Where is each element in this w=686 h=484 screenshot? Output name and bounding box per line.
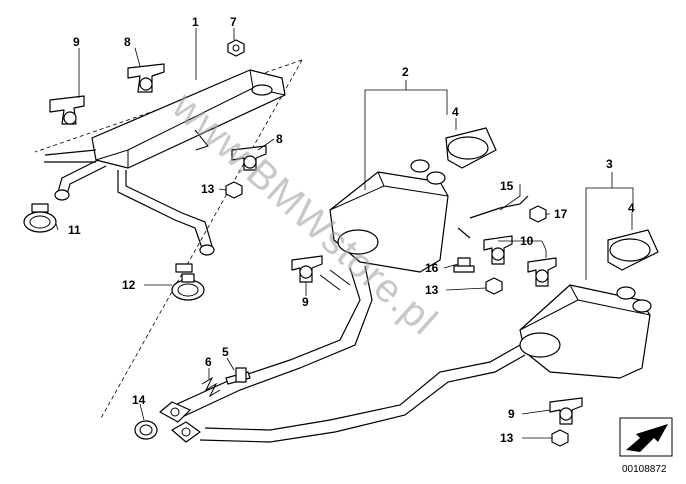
callout-7: 7 bbox=[230, 15, 237, 29]
direction-arrow-icon bbox=[619, 417, 673, 457]
gasket-14[interactable] bbox=[134, 420, 158, 440]
nut-13-center[interactable] bbox=[485, 277, 503, 295]
callout-17: 17 bbox=[554, 207, 568, 221]
reference-number: 00108872 bbox=[622, 464, 667, 475]
front-pipe[interactable] bbox=[159, 265, 526, 443]
callout-5: 5 bbox=[222, 345, 229, 359]
hanger-10-b[interactable] bbox=[527, 257, 557, 287]
callout-4-center: 4 bbox=[452, 105, 459, 119]
callout-9-center: 9 bbox=[302, 295, 309, 309]
hanger-8-right[interactable] bbox=[231, 145, 267, 171]
tailpipe-trim-right[interactable] bbox=[607, 229, 659, 271]
callouts: 1 7 9 8 8 13 11 12 2 4 15 17 3 4 10 16 1… bbox=[68, 15, 635, 445]
callout-11: 11 bbox=[68, 223, 81, 237]
callout-9-left: 9 bbox=[73, 35, 80, 49]
hanger-9-center[interactable] bbox=[291, 255, 323, 283]
callout-12: 12 bbox=[122, 278, 136, 292]
nut-13-left[interactable] bbox=[225, 181, 243, 199]
callout-14: 14 bbox=[132, 393, 146, 407]
callout-13-center: 13 bbox=[425, 283, 439, 297]
callout-2: 2 bbox=[402, 65, 409, 79]
callout-3: 3 bbox=[606, 157, 613, 171]
hanger-10-a[interactable] bbox=[483, 235, 513, 265]
rear-silencer-left[interactable] bbox=[44, 69, 286, 256]
clamp-12[interactable] bbox=[171, 263, 205, 301]
hanger-9-right[interactable] bbox=[549, 397, 583, 425]
callout-13-right: 13 bbox=[500, 431, 514, 445]
clamp-11[interactable] bbox=[23, 203, 57, 233]
callout-1: 1 bbox=[192, 15, 199, 29]
callout-8-right: 8 bbox=[276, 132, 283, 146]
hanger-9-left[interactable] bbox=[49, 95, 85, 125]
callout-9-right: 9 bbox=[508, 407, 515, 421]
nut-17[interactable] bbox=[529, 205, 547, 223]
center-silencer[interactable] bbox=[319, 159, 449, 291]
nut-7[interactable] bbox=[227, 39, 245, 57]
callout-6: 6 bbox=[205, 355, 212, 369]
bolt-5[interactable] bbox=[225, 367, 251, 385]
callout-8-top: 8 bbox=[124, 35, 131, 49]
hanger-8-left[interactable] bbox=[127, 63, 165, 93]
callout-16: 16 bbox=[425, 261, 439, 275]
callout-13-left: 13 bbox=[201, 182, 215, 196]
leader-lines bbox=[55, 28, 634, 439]
tailpipe-trim-center[interactable] bbox=[445, 127, 497, 169]
callout-10: 10 bbox=[520, 234, 534, 248]
rod-15[interactable] bbox=[457, 195, 529, 239]
callout-15: 15 bbox=[500, 179, 514, 193]
rear-silencer-right[interactable] bbox=[519, 284, 652, 379]
bolt-16[interactable] bbox=[453, 257, 475, 273]
nut-13-right[interactable] bbox=[551, 429, 569, 447]
callout-4-right: 4 bbox=[628, 201, 635, 215]
spring-6[interactable] bbox=[201, 376, 221, 398]
